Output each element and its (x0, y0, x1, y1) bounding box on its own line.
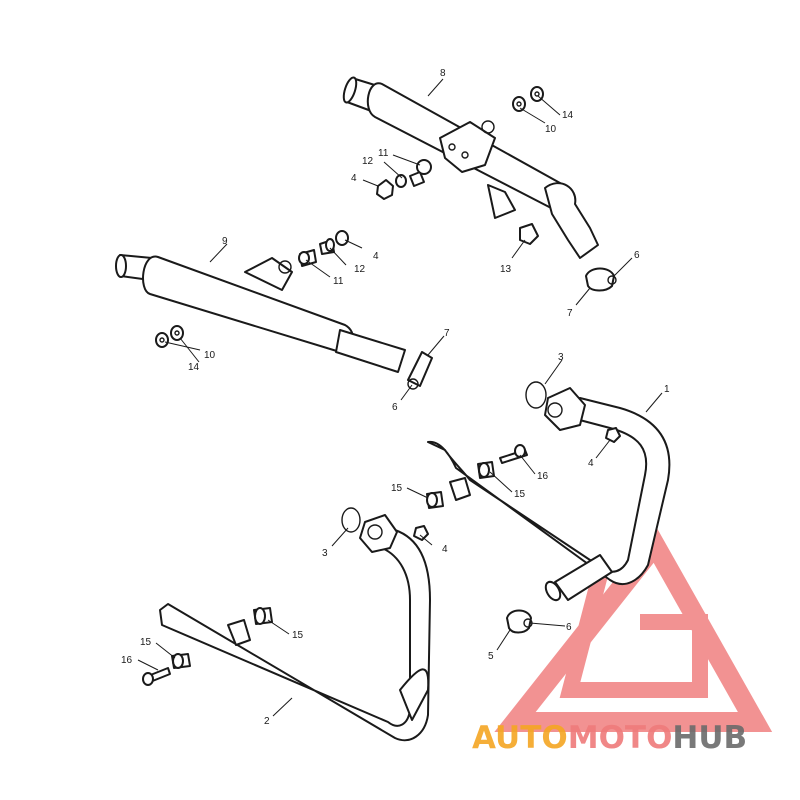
callout-7: 7 (567, 308, 573, 319)
watermark-moto: MOTO (568, 720, 673, 756)
callout-9: 9 (222, 236, 228, 247)
header-pipe-right (427, 387, 671, 602)
callout-15: 15 (140, 637, 152, 648)
callout-15: 15 (514, 489, 526, 500)
callout-11: 11 (333, 276, 344, 287)
callout-14: 14 (188, 362, 200, 373)
callout-5: 5 (488, 651, 494, 662)
header-pipe-left (159, 514, 431, 742)
callout-4: 4 (351, 173, 357, 184)
callout-4: 4 (588, 458, 594, 469)
muffler-right (342, 76, 599, 259)
callout-10: 10 (204, 350, 216, 361)
watermark-text: AUTOMOTOHUB (472, 720, 747, 756)
callout-6: 6 (392, 402, 398, 413)
callout-4: 4 (373, 251, 379, 262)
callout-12: 12 (362, 156, 374, 167)
watermark-auto: AUTO (472, 720, 568, 756)
watermark-logo (494, 527, 773, 732)
callout-3: 3 (322, 548, 328, 559)
watermark-hub: HUB (672, 720, 747, 756)
clamp-upper (585, 267, 617, 292)
callout-14: 14 (562, 110, 574, 121)
gasket-right (525, 381, 547, 409)
callout-7: 7 (444, 328, 450, 339)
muffler-left (115, 254, 406, 373)
callout-15: 15 (391, 483, 403, 494)
callout-labels: 1 2 3 3 4 4 4 4 5 6 6 6 7 7 8 9 10 10 11… (121, 68, 670, 727)
clamp-middle (407, 351, 433, 390)
fasteners (142, 86, 621, 686)
callout-4: 4 (442, 544, 448, 555)
callout-12: 12 (354, 264, 366, 275)
callout-2: 2 (264, 716, 270, 727)
callout-6: 6 (634, 250, 640, 261)
callout-11: 11 (378, 148, 389, 159)
svg-text:AUTOMOTOHUB: AUTOMOTOHUB (472, 720, 747, 756)
callout-3: 3 (558, 352, 564, 363)
callout-8: 8 (440, 68, 446, 79)
callout-13: 13 (500, 264, 512, 275)
callout-16: 16 (121, 655, 133, 666)
callout-10: 10 (545, 124, 557, 135)
leader-lines (137, 78, 663, 717)
callout-15: 15 (292, 630, 304, 641)
callout-6: 6 (566, 622, 572, 633)
gasket-left (341, 507, 361, 533)
callout-1: 1 (664, 384, 670, 395)
callout-16: 16 (537, 471, 549, 482)
clamp-lower (506, 609, 533, 634)
